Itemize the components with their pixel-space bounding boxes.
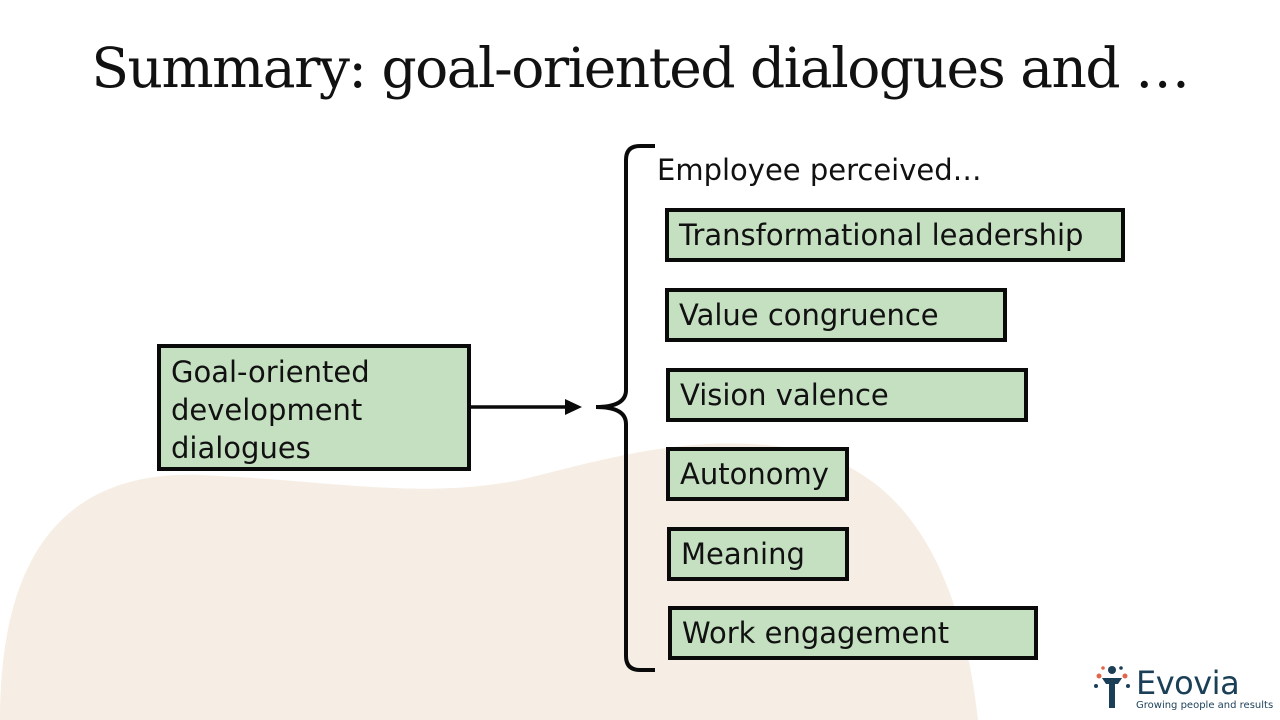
slide-title: Summary: goal-oriented dialogues and … [91,36,1190,100]
outcome-box-transformational-leadership: Transformational leadership [665,208,1125,262]
outcome-box-meaning: Meaning [667,527,849,581]
arrow-head [565,399,582,415]
logo-wordmark: Evovia [1136,664,1240,702]
outcome-box-autonomy: Autonomy [666,447,849,501]
outcome-box-vision-valence: Vision valence [666,368,1028,422]
source-line-2: development [171,393,363,427]
outcome-box-work-engagement: Work engagement [668,606,1038,660]
curly-brace [595,144,655,672]
group-label: Employee perceived… [657,153,982,187]
source-box-goal-oriented-dialogues: Goal-oriented development dialogues [157,344,471,471]
logo-tagline: Growing people and results [1136,700,1274,711]
outcome-box-value-congruence: Value congruence [665,288,1007,342]
source-line-3: dialogues [171,431,311,465]
people-figure-icon [1094,666,1130,708]
source-line-1: Goal-oriented [171,355,370,389]
evovia-logo: Evovia Growing people and results [1092,662,1274,714]
